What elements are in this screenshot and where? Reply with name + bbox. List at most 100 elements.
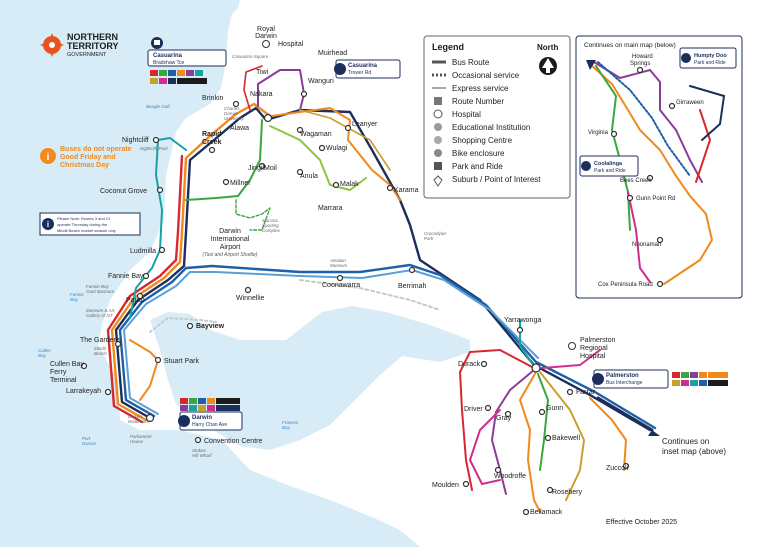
- route-palmerston-purple: [491, 369, 535, 495]
- stop-wagaman[interactable]: [296, 126, 304, 134]
- stop-gunn[interactable]: [538, 408, 546, 416]
- hospital-icon: [262, 40, 270, 48]
- label-howard-springs-2: Springs: [630, 61, 650, 67]
- route-palmerston-orange: [519, 371, 541, 513]
- stop-berrimah[interactable]: [408, 266, 416, 274]
- stop-rapid-creek[interactable]: [208, 146, 216, 154]
- label-wagaman: Wagaman: [300, 131, 332, 138]
- route-moulden-pink: [469, 409, 501, 485]
- stop-bellamack[interactable]: [522, 508, 530, 516]
- route-tiwi-red: [243, 65, 263, 111]
- stop-zuccoli[interactable]: [622, 462, 630, 470]
- poi-stokes: Stokes: [192, 448, 207, 453]
- route-palmerston-green: [537, 373, 549, 471]
- stop-rosebery[interactable]: [546, 486, 554, 494]
- route-stuart-orange: [129, 339, 159, 401]
- route-palmerston-red: [459, 349, 535, 491]
- stop-girraween[interactable]: [668, 102, 676, 110]
- stop-malak[interactable]: [332, 181, 340, 189]
- stop-nightcliff[interactable]: [152, 136, 160, 144]
- poi-mindil-2: Beach: [94, 351, 107, 356]
- stop-yarrawonga[interactable]: [516, 326, 524, 334]
- label-humpty-doo: Humpty Doo: [694, 53, 727, 59]
- stop-fannie-bay[interactable]: [142, 272, 150, 280]
- stop-virginia[interactable]: [610, 130, 618, 138]
- interchange-palmerston[interactable]: Palmerston Bus Interchange: [592, 369, 728, 389]
- label-coolalinga: Coolalinga: [594, 161, 623, 167]
- stop-leanyer[interactable]: [344, 124, 352, 132]
- route-bayview-grey: [149, 317, 217, 333]
- stop-darwin[interactable]: [145, 413, 155, 423]
- label-durack: Durack: [458, 361, 481, 368]
- label-wulagi: Wulagi: [326, 145, 348, 152]
- label-the-gardens: The Gardens: [80, 337, 121, 344]
- note-line-3: Mindil Beach market season only: [57, 228, 116, 233]
- stop-larrakeyah[interactable]: [104, 388, 112, 396]
- water-labels: Beagle Gulf Fannie Bay Cullen Bay Port D…: [38, 104, 299, 446]
- interchange-sub: Bradshaw Tce: [153, 60, 185, 66]
- stop-casuarina[interactable]: [263, 113, 273, 123]
- stop-wanguri[interactable]: [300, 90, 308, 98]
- route-trunk-orange: [110, 102, 272, 422]
- interchange-darwin[interactable]: Darwin Harry Chan Ave: [178, 398, 243, 431]
- stop-wulagi[interactable]: [318, 144, 326, 152]
- interchange-title: Casuarina: [348, 63, 378, 69]
- place-labels: Royal Darwin Hospital Muirhead Wanguri B…: [50, 26, 629, 516]
- stop-ludmilla[interactable]: [158, 246, 166, 254]
- stop-moulden[interactable]: [462, 480, 470, 488]
- interchange-casuarina-bradshaw[interactable]: Casuarina Bradshaw Tce: [147, 37, 227, 67]
- stop-noonamah[interactable]: [656, 236, 664, 244]
- label-muirhead: Muirhead: [318, 50, 347, 57]
- stop-millner[interactable]: [222, 178, 230, 186]
- label-ludmilla: Ludmilla: [130, 248, 156, 255]
- water-area: [0, 0, 420, 547]
- stop-bakewell[interactable]: [544, 434, 552, 442]
- stop-coconut-grove[interactable]: [156, 186, 164, 194]
- stop-woodroffe[interactable]: [494, 466, 502, 474]
- stop-howard-springs[interactable]: [636, 66, 644, 74]
- stop-palmerston[interactable]: [531, 363, 541, 373]
- hospital-markers: [262, 40, 576, 350]
- stop-durack[interactable]: [480, 360, 488, 368]
- stop-farrar[interactable]: [566, 388, 574, 396]
- poi-cdu-3: University: [224, 116, 245, 121]
- humpty-doo-box[interactable]: [679, 47, 737, 69]
- stop-the-gardens[interactable]: [114, 340, 122, 348]
- water-fannie-bay: Fannie: [70, 292, 84, 297]
- stop-bees-creek[interactable]: [646, 174, 654, 182]
- legend-shopping: Shopping Centre: [452, 136, 513, 145]
- coolalinga-box[interactable]: [579, 155, 639, 177]
- label-farrar: Farrar: [576, 389, 596, 396]
- route-zuccoli-orange: [589, 397, 627, 471]
- stop-moil[interactable]: [258, 162, 266, 170]
- route-lines: [106, 65, 657, 513]
- route-trunk-lightblue: [123, 269, 539, 415]
- stop-cox-peninsula[interactable]: [656, 280, 664, 288]
- stop-stuart-park[interactable]: [154, 356, 162, 364]
- route-number-icon: [434, 97, 442, 105]
- route-northern-purple: [257, 69, 305, 111]
- stop-driver[interactable]: [484, 404, 492, 412]
- park-ride-icon: [434, 162, 442, 170]
- poi-marrara-3: Complex: [262, 228, 281, 233]
- legend: Legend North Bus Route Occasional servic…: [423, 35, 571, 199]
- label-cullen-bay-2: Ferry: [50, 369, 67, 376]
- stop-gray[interactable]: [504, 410, 512, 418]
- route-northern-green: [185, 119, 263, 201]
- stop-coonawarra[interactable]: [336, 274, 344, 282]
- stop-convention-centre[interactable]: [194, 436, 202, 444]
- label-coonawarra: Coonawarra: [322, 282, 360, 289]
- continues-line-2: inset map (above): [662, 447, 726, 456]
- stop-karama[interactable]: [386, 184, 394, 192]
- label-bayview: Bayview: [196, 323, 225, 330]
- label-coconut-grove: Coconut Grove: [100, 188, 147, 195]
- interchange-casuarina-trower[interactable]: Casuarina Trower Rd: [334, 59, 401, 79]
- stop-gunn-point[interactable]: [626, 194, 634, 202]
- stop-winnellie[interactable]: [244, 286, 252, 294]
- stop-bayview[interactable]: [186, 322, 194, 330]
- stop-parap[interactable]: [136, 292, 144, 300]
- info-icon: i: [47, 220, 49, 229]
- stop-brinkin[interactable]: [232, 100, 240, 108]
- stop-anula[interactable]: [296, 168, 304, 176]
- stop-cullen-bay[interactable]: [80, 362, 88, 370]
